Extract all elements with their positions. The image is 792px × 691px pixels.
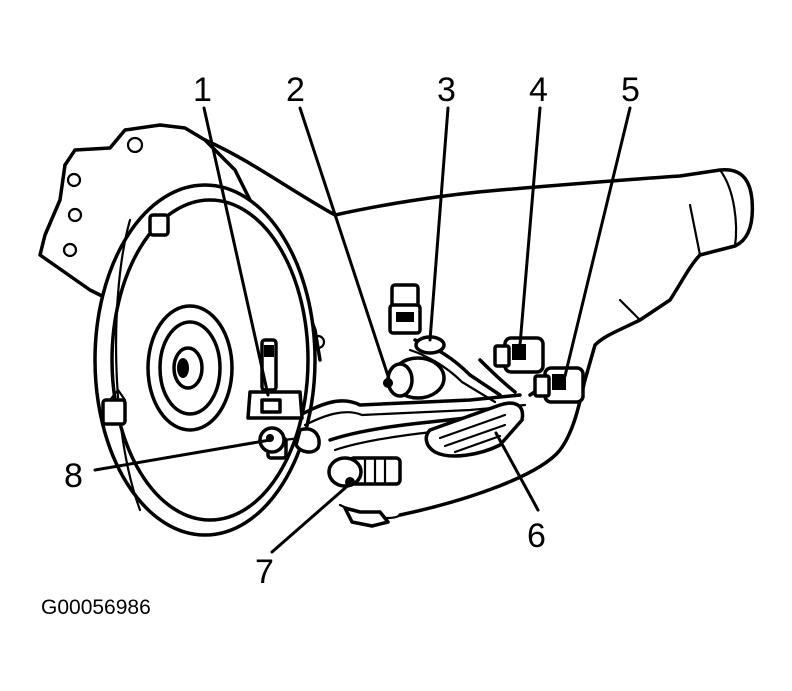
callout-4: 4 xyxy=(529,71,548,109)
wiring-harness xyxy=(298,338,547,458)
leader-5 xyxy=(563,106,632,378)
callout-2: 2 xyxy=(286,71,305,109)
component-4-solenoid xyxy=(493,336,545,374)
component-7-solenoid xyxy=(327,456,402,488)
leader-3 xyxy=(428,106,450,342)
leader-lines xyxy=(93,106,632,554)
figure-id: G00056986 xyxy=(41,596,151,619)
leader-4 xyxy=(518,106,542,347)
callout-3: 3 xyxy=(437,71,456,109)
callout-6: 6 xyxy=(527,517,546,555)
torque-converter xyxy=(93,183,317,537)
component-2-sensor xyxy=(383,356,446,400)
component-8-sensor xyxy=(258,426,321,454)
callout-5: 5 xyxy=(621,71,640,109)
leader-1 xyxy=(202,106,270,397)
leader-8 xyxy=(93,438,272,472)
leader-2 xyxy=(298,106,392,384)
component-1-solenoid xyxy=(246,338,304,420)
leader-7 xyxy=(270,480,354,554)
component-3-connector xyxy=(388,283,446,355)
leader-6 xyxy=(494,431,540,512)
callout-7: 7 xyxy=(255,553,274,591)
callout-1: 1 xyxy=(193,71,212,109)
component-5-solenoid xyxy=(533,366,585,404)
callout-8: 8 xyxy=(64,457,83,495)
